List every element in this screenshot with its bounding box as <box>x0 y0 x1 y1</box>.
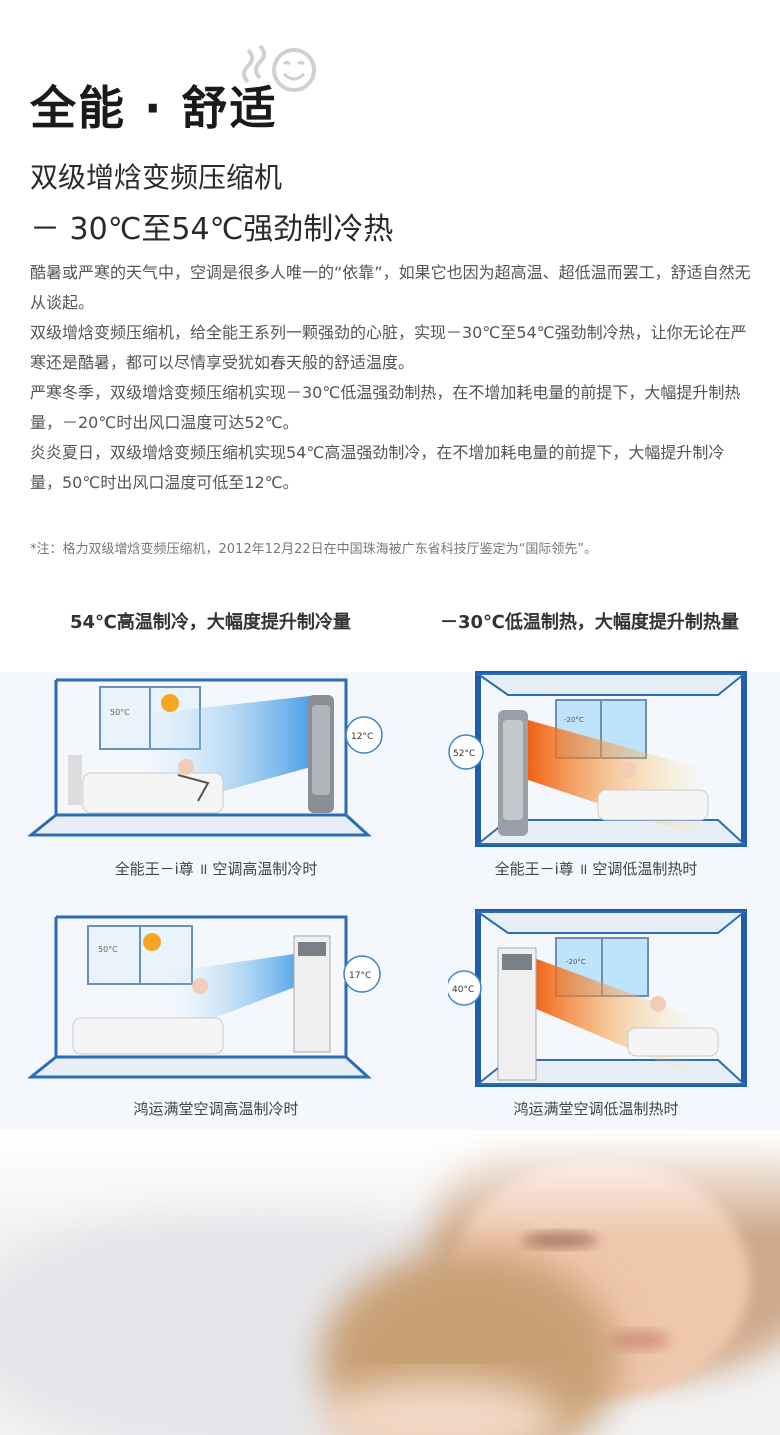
paragraph: 严寒冬季，双级增焓变频压缩机实现－30℃低温强劲制热，在不增加耗电量的前提下，大… <box>30 383 741 432</box>
paragraph: 双级增焓变频压缩机，给全能王系列一颗强劲的心脏，实现－30℃至54℃强劲制冷热，… <box>30 323 747 372</box>
outlet-temp-label: 40°C <box>452 985 474 995</box>
sleeping-woman-photo <box>0 1130 780 1435</box>
subtitle-temperature-range: － 30℃至54℃强劲制冷热 <box>30 212 394 247</box>
illustration-cooling-hongyun: 50°C 17°C <box>28 915 381 1079</box>
outlet-temp-label: 17°C <box>349 971 371 981</box>
heating-heading: －30℃低温制热，大幅度提升制热量 <box>440 612 739 633</box>
outdoor-temp-label: -20°C <box>564 716 584 724</box>
description: 酷暑或严寒的天气中，空调是很多人唯一的“依靠”，如果它也因为超高温、超低温而罢工… <box>30 258 755 498</box>
outdoor-temp-label: -20°C <box>566 958 586 966</box>
page-title: 全能 · 舒适 <box>30 81 278 135</box>
outdoor-temp-label: 50°C <box>110 708 130 717</box>
paragraph: 炎炎夏日，双级增焓变频压缩机实现54℃高温强劲制冷，在不增加耗电量的前提下，大幅… <box>30 443 725 492</box>
illustration-caption: 全能王－i尊 ॥ 空调低温制热时 <box>494 860 698 878</box>
paragraph: 酷暑或严寒的天气中，空调是很多人唯一的“依靠”，如果它也因为超高温、超低温而罢工… <box>30 263 751 312</box>
outdoor-temp-label: 50°C <box>98 945 118 954</box>
outlet-temp-label: 12°C <box>351 732 373 742</box>
outlet-temp-label: 52°C <box>453 749 475 759</box>
smiley-heat-icon <box>242 44 316 92</box>
illustration-cooling-izun: 50°C 12°C <box>28 678 383 837</box>
illustration-caption: 全能王－i尊 ॥ 空调高温制冷时 <box>114 860 318 878</box>
footnote: *注：格力双级增焓变频压缩机，2012年12月22日在中国珠海被广东省科技厅鉴定… <box>30 542 598 557</box>
illustration-heating-izun: -20°C 52°C <box>448 671 747 847</box>
illustration-caption: 鸿运满堂空调低温制热时 <box>513 1100 679 1118</box>
subtitle-compressor: 双级增焓变频压缩机 <box>30 161 283 194</box>
cooling-heading: 54℃高温制冷，大幅度提升制冷量 <box>70 612 351 633</box>
illustration-caption: 鸿运满堂空调高温制冷时 <box>133 1100 299 1118</box>
illustration-heating-hongyun: -20°C 40°C <box>448 909 747 1087</box>
